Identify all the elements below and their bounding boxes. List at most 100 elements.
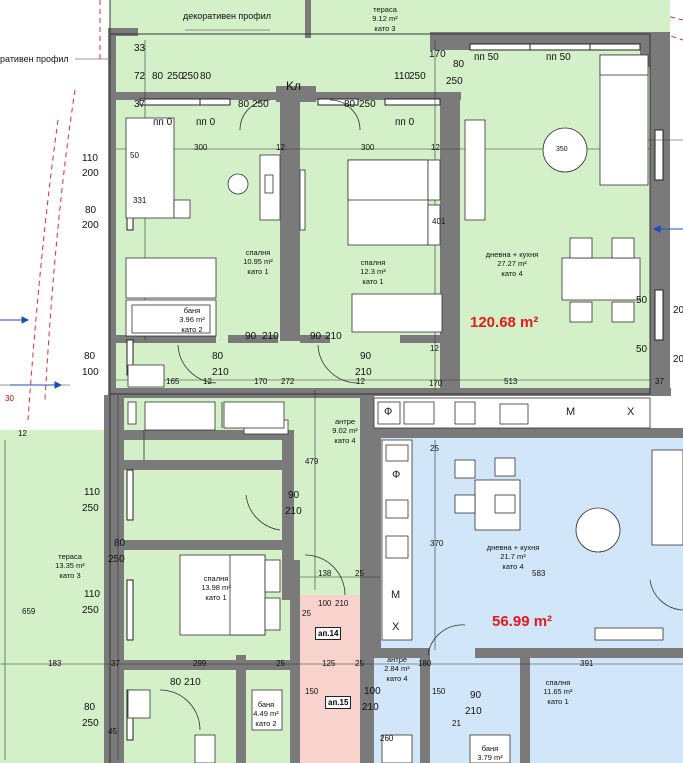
dim-label: 25 xyxy=(302,609,311,618)
double-bed-1 xyxy=(347,159,441,246)
room-area: 2.84 m² xyxy=(384,664,410,674)
room-bedroom-3: спалня 13.98 m² като 1 xyxy=(201,574,231,602)
decorative-profile-label-left: ративен профил xyxy=(0,54,69,64)
dim-label: 100 xyxy=(82,367,99,378)
room-bathroom-2: баня 4.49 m² като 2 xyxy=(253,700,278,728)
dim-label: 250 xyxy=(359,99,376,110)
dim-label: 80 xyxy=(84,702,96,713)
dim-label: 170 xyxy=(254,377,268,386)
room-floor: като 4 xyxy=(386,673,408,683)
dim-label: 80 xyxy=(344,99,356,110)
dim-label: 12 xyxy=(430,344,439,353)
room-terrace-left: тераса 13.35 m² като 3 xyxy=(55,552,85,580)
dim-label: 250 xyxy=(252,99,269,110)
dim-label: 90 xyxy=(288,490,300,501)
room-area: 9.12 m² xyxy=(372,14,398,24)
dim-label: 90 xyxy=(245,331,257,342)
dim-label: 110 xyxy=(394,71,410,82)
dim-label: 210 xyxy=(335,599,349,608)
room-name: тераса xyxy=(58,552,82,561)
kitchen-counter-2 xyxy=(381,439,413,641)
room-name: дневна + кухня xyxy=(485,250,539,259)
dim-label: 25 xyxy=(276,659,285,668)
dim-label: 12 xyxy=(356,377,365,386)
dim-label: 45 xyxy=(108,727,117,736)
room-name: спалня xyxy=(245,248,271,257)
room-name: антре xyxy=(334,417,356,426)
room-living-kitchen-1: дневна + кухня 27.27 m² като 4 xyxy=(486,250,539,278)
dining-table-2 xyxy=(454,449,683,641)
dim-label: 37 xyxy=(134,99,146,110)
room-divider-lines xyxy=(143,402,223,460)
room-name: баня xyxy=(481,744,499,753)
dim-label: 138 xyxy=(318,569,332,578)
dim-label: 80 xyxy=(200,71,212,82)
dim-label: 331 xyxy=(133,196,147,205)
dim-label: 210 xyxy=(465,706,482,717)
arrows xyxy=(0,225,683,389)
dim-label: 583 xyxy=(532,569,546,578)
appliance-m-1: М xyxy=(566,406,576,418)
room-name: тераса xyxy=(373,5,397,14)
dim-label: 110 xyxy=(84,487,100,498)
dim-label: 25 xyxy=(355,569,364,578)
dim-label: 12 xyxy=(18,429,27,438)
room-hall-1: антре 9.02 m² като 4 xyxy=(332,417,357,445)
apartment-2-total-area: 56.99 m² xyxy=(492,613,553,630)
room-floor: като 4 xyxy=(501,268,523,278)
room-floor: като 2 xyxy=(181,324,203,334)
dim-label: 125 xyxy=(322,659,336,668)
wardrobe-1 xyxy=(125,257,443,435)
room-area: 21.7 m² xyxy=(500,552,526,562)
dim-label: 260 xyxy=(380,734,394,743)
dim-label: 80 xyxy=(114,538,126,549)
room-name: спалня xyxy=(545,678,571,687)
dim-label: 210 xyxy=(325,331,342,342)
appliance-f-1: Ф xyxy=(384,406,393,418)
appliance-f-2: Ф xyxy=(392,469,401,481)
room-name: дневна + кухня xyxy=(486,543,540,552)
dim-label: 100 xyxy=(364,686,381,697)
dim-label: 401 xyxy=(432,217,446,226)
dim-label: 25 xyxy=(355,659,364,668)
dim-label: 25 xyxy=(430,444,439,453)
dim-label: 150 xyxy=(432,687,446,696)
dim-label: 659 xyxy=(22,607,36,616)
dim-label: 80 xyxy=(84,351,96,362)
room-floor: като 1 xyxy=(547,696,569,706)
dim-label: 37 xyxy=(111,659,120,668)
dim-label: 183 xyxy=(48,659,62,668)
appliance-m-2: М xyxy=(391,589,401,601)
dim-label: 30 xyxy=(5,394,14,403)
room-bedroom-1: спалня 10.95 m² като 1 xyxy=(243,248,273,276)
dim-label: 80 xyxy=(453,59,465,70)
room-floor: като 3 xyxy=(374,23,396,33)
apartment-1-total-area: 120.68 m² xyxy=(470,314,539,331)
round-table-diameter: 350 xyxy=(556,146,568,153)
dim-label: 165 xyxy=(166,377,180,386)
dim-label: 250 xyxy=(108,554,125,565)
room-floor: като 3 xyxy=(59,570,81,580)
dim-label: 80 xyxy=(170,677,182,688)
room-bathroom-1: баня 3.96 m² като 2 xyxy=(179,306,204,334)
room-floor: като 4 xyxy=(502,561,524,571)
room-terrace-top: тераса 9.12 m² като 3 xyxy=(372,5,397,33)
room-area: 3.96 m² xyxy=(179,315,205,325)
dim-label: 80 xyxy=(212,351,224,362)
room-area: 27.27 m² xyxy=(497,259,527,269)
bathroom-fixtures xyxy=(125,299,511,763)
dim-label: пп 0 xyxy=(196,117,216,128)
dim-label: 299 xyxy=(193,659,207,668)
desk xyxy=(125,117,306,231)
dim-label: 80 xyxy=(238,99,250,110)
dim-label: 250 xyxy=(446,76,463,87)
room-floor: като 4 xyxy=(334,435,356,445)
room-area: 3.79 m² xyxy=(477,753,503,763)
dim-label: 50 xyxy=(636,344,648,355)
dim-label: 100 xyxy=(318,599,332,608)
room-living-kitchen-2: дневна + кухня 21.7 m² като 4 xyxy=(487,543,540,571)
apartment-14-tag: ап.14 xyxy=(315,627,342,640)
dim-label: 72 xyxy=(134,71,146,82)
dim-label: 150 xyxy=(305,687,319,696)
